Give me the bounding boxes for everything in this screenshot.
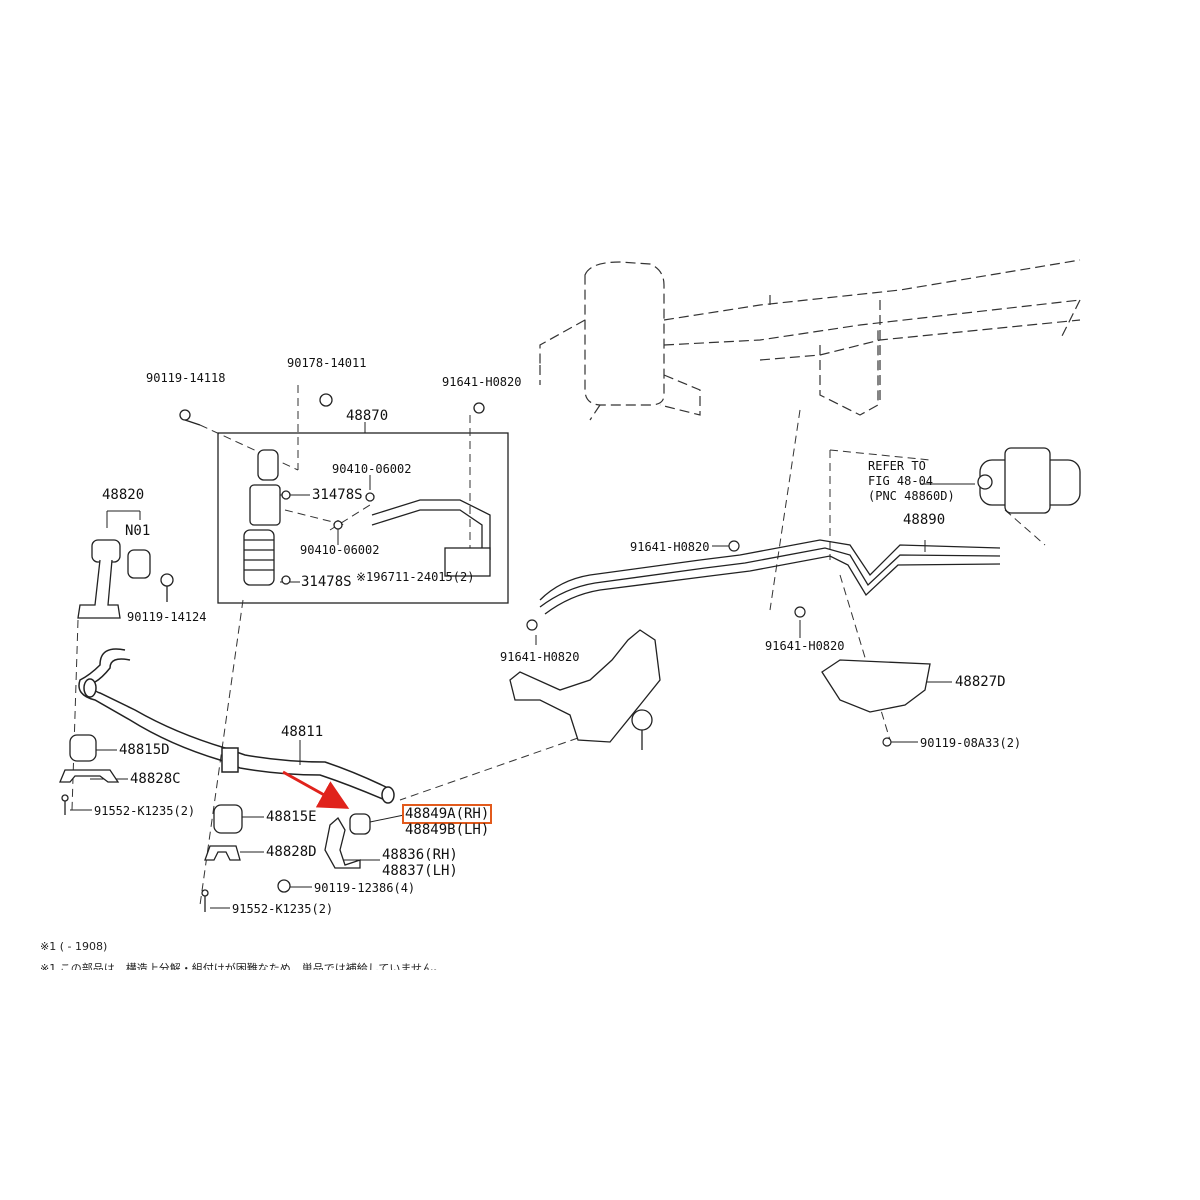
- label-refer-2: FIG 48-04: [868, 474, 934, 488]
- actuator: [179, 393, 485, 586]
- label-nut-mid-b: 90410-06002: [300, 543, 380, 557]
- label-assembly-box: 48870: [346, 408, 389, 424]
- bushings-brackets: [59, 734, 243, 912]
- valve-unit: [977, 447, 1081, 514]
- label-nut-top: 90178-14011: [287, 356, 367, 370]
- label-holder-lh: 48837(LH): [382, 863, 458, 879]
- leader-lines: [70, 422, 975, 909]
- label-refer-3: (PNC 48860D): [868, 489, 955, 503]
- label-bolt-left: 91552-K1235(2): [94, 804, 196, 818]
- label-bracket-right: 48828D: [266, 844, 317, 860]
- pointer-arrow: [282, 770, 350, 809]
- label-holder-bolt: 90119-12386(4): [314, 881, 416, 895]
- label-bushing-right: 48815E: [266, 809, 317, 825]
- tube-set: [371, 499, 1001, 615]
- label-cover-bolt: 90119-08A33(2): [920, 736, 1022, 750]
- stabilizer-bar: [78, 648, 395, 804]
- label-bolt-top-right: 91641-H0820: [442, 375, 522, 389]
- label-bracket-left: 48828C: [130, 771, 181, 787]
- label-nut-mid-a: 90410-06002: [332, 462, 412, 476]
- label-seal-a: 31478S: [312, 487, 363, 503]
- label-stabilizer-bar: 48811: [281, 724, 324, 740]
- label-link-bolt: 90119-14124: [127, 610, 207, 624]
- label-clamp-rh: 48849A(RH): [401, 804, 493, 824]
- label-hose-kit: ※196711-24015(2): [356, 570, 475, 584]
- lower-arm: [509, 629, 661, 750]
- small-bolts: [526, 540, 892, 747]
- label-refer-1: REFER TO: [868, 459, 926, 473]
- label-link-sub: N01: [125, 523, 151, 539]
- label-bushing-left: 48815D: [119, 742, 170, 758]
- label-bolt-tube-b: 91641-H0820: [500, 650, 580, 664]
- label-bolt-right: 91552-K1235(2): [232, 902, 334, 916]
- label-holder-rh: 48836(RH): [382, 847, 458, 863]
- footnote-text: ※1 この部品は、構造上分解・組付けが困難なため、単品では補給していません。: [40, 962, 445, 970]
- stabilizer-link: [77, 539, 174, 619]
- label-link: 48820: [102, 487, 145, 503]
- label-bolt-top-left: 90119-14118: [146, 371, 226, 385]
- chassis-frame: [539, 259, 1081, 421]
- clamp-holder: [277, 813, 371, 893]
- label-seal-b: 31478S: [301, 574, 352, 590]
- cover-plate: [821, 659, 931, 713]
- footnote-range: ※1 ( - 1908): [40, 940, 108, 953]
- label-clamp-lh: 48849B(LH): [405, 822, 490, 838]
- assembly-box-outline: [217, 432, 509, 604]
- label-bolt-tube-c: 91641-H0820: [765, 639, 845, 653]
- label-tube-set: 48890: [903, 512, 946, 528]
- label-cover: 48827D: [955, 674, 1006, 690]
- label-bolt-tube-a: 91641-H0820: [630, 540, 710, 554]
